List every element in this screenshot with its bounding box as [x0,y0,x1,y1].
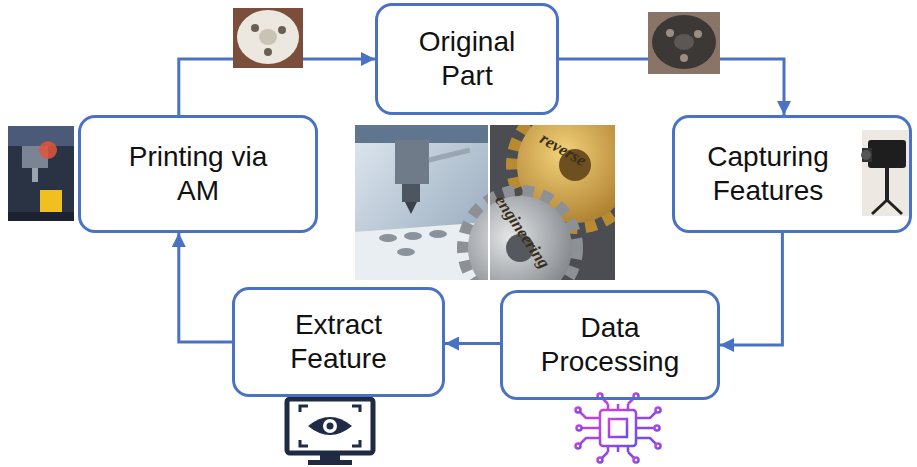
processor-chip-icon-part [609,419,627,437]
processor-chip-icon-part [576,444,581,449]
center-illustration-part [379,234,397,242]
center-illustration-part [429,150,470,160]
printer-photo-part [8,126,74,146]
original-part-photo-part [694,30,702,38]
processor-chip-icon-part [576,408,581,413]
printed-part-photo-part [237,10,299,64]
camera-photo-part [862,130,912,216]
box-label: Capturing Features [688,140,848,207]
process-box: Capturing Features [672,115,912,233]
printed-part-photo [233,8,303,68]
box-label: Extract Feature [259,308,419,375]
flow-arrow [445,342,500,345]
box-label: Original Part [400,25,535,92]
original-part-photo [648,12,720,74]
processor-chip-icon-part [600,410,636,446]
center-illustration-part [405,202,417,214]
camera-photo [861,130,912,216]
camera-photo-part [862,148,872,162]
center-illustration-part [397,248,415,256]
flow-arrow [179,233,232,342]
camera-photo-part [885,168,889,200]
center-illustration-part [429,230,447,238]
processor-chip-icon-part [598,458,603,463]
process-box: Data Processing [500,290,720,400]
printer-photo [8,126,74,221]
camera-photo-part [872,200,887,214]
monitor-eye-icon-part [308,417,352,435]
printer-photo-part [39,141,57,159]
box-label: Printing via AM [109,140,287,207]
monitor-eye-icon-part [308,460,352,465]
processor-chip-icon-part [655,426,660,431]
original-part-photo-part [680,54,688,62]
monitor-eye-icon [287,399,373,465]
printer-photo-part [32,168,38,182]
monitor-eye-icon-part [287,399,373,453]
printed-part-photo-part [278,26,286,34]
camera-photo-part [887,200,902,214]
camera-photo-part [868,140,906,168]
center-illustration-part [488,125,490,280]
processor-chip-icon-part [656,408,661,413]
monitor-eye-icon-part [327,423,334,430]
original-part-photo-part [666,29,674,37]
processor-chip-icon-part [577,426,582,431]
camera-photo-part [861,150,871,160]
center-illustration-part [402,184,420,202]
center-illustration-part [404,232,422,240]
original-part-photo-part [648,12,720,74]
processor-chip-icon [576,394,661,463]
process-box: Original Part [375,3,559,115]
printed-part-photo-part [233,8,303,68]
process-box: Printing via AM [78,115,318,233]
monitor-eye-icon-part [323,419,337,433]
flow-arrow [720,233,782,345]
center-illustration-part [395,140,429,184]
printer-photo-part [8,212,74,221]
printed-part-photo-part [251,24,259,32]
box-label: Data Processing [528,311,693,378]
center-illustration-part [464,192,576,280]
processor-chip-icon-part [594,404,642,452]
process-box: Extract Feature [232,287,445,397]
original-part-photo-part [652,15,716,69]
processor-chip-icon-part [656,444,661,449]
monitor-eye-icon-part [320,453,340,461]
printer-photo-part [8,126,74,221]
center-illustration [355,125,615,280]
original-part-photo-part [674,34,694,50]
processor-chip-icon-part [634,458,639,463]
printed-part-photo-part [264,48,272,56]
processor-chip-icon-part [580,398,656,458]
monitor-eye-icon-part [300,406,360,446]
printed-part-photo-part [259,29,277,45]
